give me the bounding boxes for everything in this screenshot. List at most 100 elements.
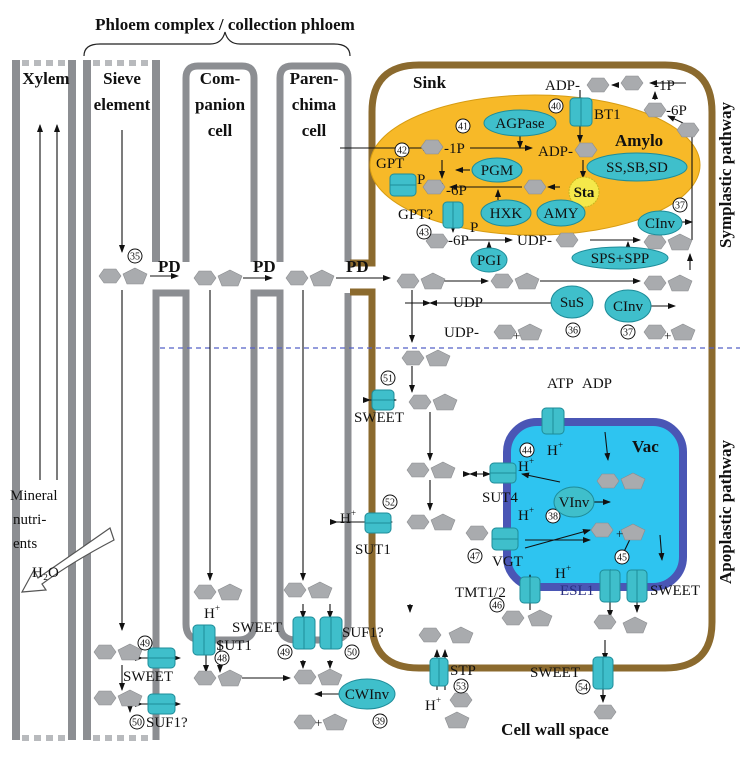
- parenchyma-wall-upper: [276, 62, 352, 262]
- glucose-hexagon-icon: [293, 714, 317, 730]
- udp-glucose-product-label: UDP-: [444, 325, 479, 341]
- reference-number-circle: [416, 224, 432, 240]
- amy-label: AMY: [543, 206, 578, 222]
- glucose-hexagon-icon: [98, 268, 122, 284]
- glucose-hexagon-icon: [523, 179, 547, 195]
- reference-number-circle: [565, 322, 581, 338]
- amyloplast-label: Amylo: [615, 131, 663, 150]
- reference-number-circle: [467, 548, 483, 564]
- glucose-hexagon-icon: [406, 514, 430, 530]
- glucose-hexagon-icon: [586, 77, 610, 93]
- glucose-hexagon-icon: [465, 525, 489, 541]
- agpase-enzyme: [483, 109, 557, 137]
- glucose-hexagon-icon: [418, 627, 442, 643]
- proton-label-tmt: H: [555, 566, 566, 582]
- flux-arrow: [658, 534, 665, 561]
- proton-label-sut1: H: [340, 511, 351, 527]
- amy-enzyme: [536, 199, 586, 227]
- glucose-hexagon-icon: [676, 122, 700, 138]
- labels: Phloem complex / collection phloem Xylem…: [10, 15, 735, 739]
- proton-charge: +: [215, 603, 220, 613]
- hxk-label: HXK: [490, 206, 523, 222]
- sus-enzyme: [550, 285, 594, 319]
- sweet-label-parenchyma: SWEET: [232, 620, 282, 636]
- ss-sb-sd-label: SS,SB,SD: [606, 160, 668, 176]
- vgt-label: VGT: [492, 554, 523, 570]
- glucose-hexagon-icon: [408, 394, 432, 410]
- glucose-hexagon-icon: [193, 584, 217, 600]
- proton-charge: +: [566, 563, 571, 573]
- sus-label: SuS: [560, 295, 584, 311]
- sugars: [93, 75, 700, 731]
- pgi-enzyme: [470, 247, 508, 273]
- plus-sign: +: [616, 526, 623, 541]
- proton-label-vgt: H: [518, 508, 529, 524]
- proton-label-companion: H: [204, 606, 215, 622]
- plus-sign: +: [664, 328, 671, 343]
- reference-number: 46: [492, 601, 502, 612]
- glucose-hexagon-icon: [501, 610, 525, 626]
- xylem-wall-left: [12, 60, 20, 740]
- fructose-pentagon-icon: [620, 472, 646, 490]
- glucose-hexagon-icon: [593, 614, 617, 630]
- cinv-enzyme-upper: [637, 210, 683, 236]
- reference-number: 53: [456, 682, 466, 693]
- reference-number: 49: [280, 648, 290, 659]
- fructose-pentagon-icon: [217, 269, 243, 287]
- proteins: [147, 97, 648, 715]
- sps-spp-label: SPS+SPP: [591, 251, 650, 267]
- glucose-hexagon-icon: [643, 102, 667, 118]
- proton-charge: +: [436, 695, 441, 705]
- glucose-hexagon-icon: [590, 522, 614, 538]
- fructose-pentagon-icon: [432, 393, 458, 411]
- fructose-pentagon-icon: [430, 513, 456, 531]
- fructose-pentagon-icon: [309, 269, 335, 287]
- reference-number-circle: [372, 713, 388, 729]
- parenchyma-label-3: cell: [302, 121, 327, 140]
- sut4-label: SUT4: [482, 490, 518, 506]
- reference-number-circle: [127, 248, 143, 264]
- g6p-cytosol-label: -6P: [448, 233, 469, 249]
- plus-sign: +: [315, 715, 322, 730]
- glucose-hexagon-icon: [620, 75, 644, 91]
- glucose-hexagon-icon: [643, 275, 667, 291]
- reference-number-circle: [129, 714, 145, 730]
- fructose-pentagon-icon: [322, 713, 348, 731]
- proton-label-vac: H: [547, 443, 558, 459]
- reference-number: 50: [347, 648, 357, 659]
- pgm-label: PGM: [481, 163, 514, 179]
- reference-number: 52: [385, 498, 395, 509]
- companion-label-2: panion: [195, 95, 246, 114]
- reference-number: 41: [458, 122, 468, 133]
- glucose-hexagon-icon: [493, 324, 517, 340]
- reference-number: 39: [375, 717, 385, 728]
- mineral-label-1: Mineral: [10, 488, 57, 504]
- glucose-hexagon-icon: [643, 234, 667, 250]
- reference-number: 47: [470, 552, 480, 563]
- sink-cell-wall: [350, 61, 716, 672]
- fructose-pentagon-icon: [448, 626, 474, 644]
- udp-glucose-label: UDP-: [517, 233, 552, 249]
- g6p-label-top: -6P: [666, 103, 687, 119]
- reference-number: 49: [140, 639, 150, 650]
- pgm-enzyme: [471, 157, 523, 183]
- tmt-label: TMT1/2: [455, 585, 506, 601]
- reference-number: 42: [397, 146, 407, 157]
- companion-wall-upper: [182, 62, 258, 262]
- reference-number-circle: [382, 494, 398, 510]
- sieve-wall-left: [83, 60, 91, 740]
- water-flow-arrow-icon: [20, 527, 115, 593]
- fructose-pentagon-icon: [425, 349, 451, 367]
- fructose-pentagon-icon: [514, 272, 540, 290]
- sink-label: Sink: [413, 73, 447, 92]
- reference-number: 45: [617, 553, 627, 564]
- reference-number: 36: [568, 326, 578, 337]
- pd-label-3: PD: [346, 257, 369, 276]
- agpase-label: AGPase: [495, 116, 545, 132]
- g6p-label: -6P: [446, 183, 467, 199]
- parenchyma-label-1: Paren-: [290, 69, 339, 88]
- vacuole: [503, 418, 687, 591]
- reference-number-circle: [489, 597, 505, 613]
- reference-number-circle: [380, 370, 396, 386]
